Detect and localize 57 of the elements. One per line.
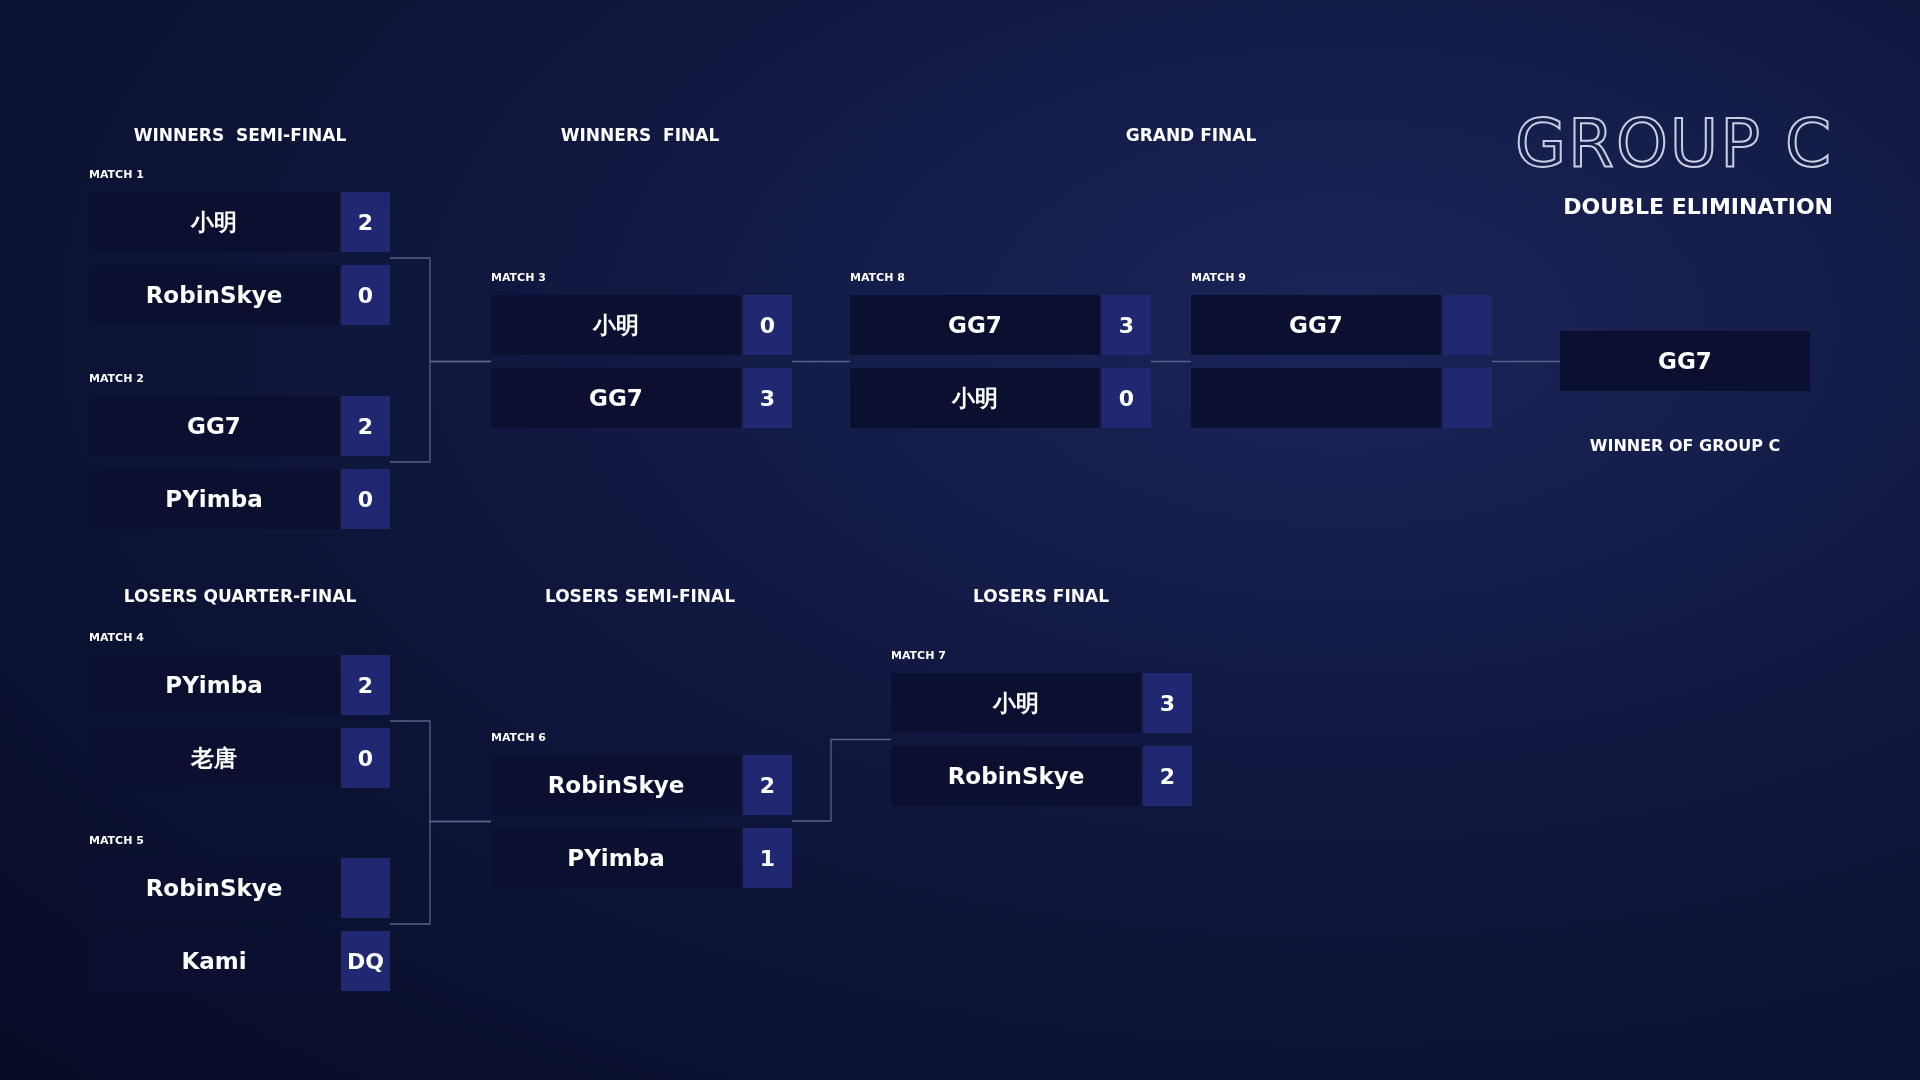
match-label: MATCH 7 (891, 649, 946, 662)
empty-cell (341, 858, 390, 918)
score-cell: 3 (1143, 673, 1192, 733)
score-cell: DQ (341, 931, 390, 991)
title: GROUP C (1514, 108, 1833, 180)
bracket-line (1491, 360, 1561, 363)
subtitle: DOUBLE ELIMINATION (1563, 194, 1833, 219)
score-cell: 2 (1143, 746, 1192, 806)
winner-box: GG7 (1560, 331, 1810, 391)
empty-cell (1443, 295, 1492, 355)
score-cell: 2 (743, 755, 792, 815)
empty-cell (1191, 368, 1441, 428)
player-name-cell: GG7 (850, 295, 1100, 355)
match-label: MATCH 9 (1191, 271, 1246, 284)
player-name-cell: 小明 (850, 368, 1100, 428)
match-label: MATCH 1 (89, 168, 144, 181)
round-heading: WINNERS SEMI-FINAL (133, 125, 347, 145)
round-heading: LOSERS FINAL (973, 586, 1109, 606)
score-cell: 0 (743, 295, 792, 355)
match-label: MATCH 5 (89, 834, 144, 847)
bracket-line (389, 820, 492, 925)
score-cell: 0 (341, 265, 390, 325)
player-name-cell: 小明 (491, 295, 741, 355)
player-name-cell: PYimba (491, 828, 741, 888)
player-name-cell: 小明 (89, 192, 339, 252)
round-heading: LOSERS QUARTER-FINAL (123, 586, 357, 606)
match-label: MATCH 3 (491, 271, 546, 284)
score-cell: 3 (1102, 295, 1151, 355)
score-cell: 0 (341, 728, 390, 788)
score-cell: 2 (341, 396, 390, 456)
match-label: MATCH 8 (850, 271, 905, 284)
score-cell: 0 (341, 469, 390, 529)
match-label: MATCH 4 (89, 631, 144, 644)
score-cell: 2 (341, 655, 390, 715)
score-cell: 2 (341, 192, 390, 252)
match-label: MATCH 2 (89, 372, 144, 385)
round-heading: GRAND FINAL (1125, 125, 1257, 145)
player-name-cell: RobinSkye (891, 746, 1141, 806)
score-cell: 3 (743, 368, 792, 428)
player-name-cell: PYimba (89, 469, 339, 529)
bracket-line (791, 738, 892, 822)
player-name-cell: GG7 (491, 368, 741, 428)
empty-cell (1443, 368, 1492, 428)
bracket-line (1150, 360, 1192, 363)
bracket-line (389, 360, 492, 463)
node-label: WINNER OF GROUP C (1589, 436, 1781, 455)
player-name-cell: GG7 (89, 396, 339, 456)
score-cell: 0 (1102, 368, 1151, 428)
player-name-cell: RobinSkye (89, 265, 339, 325)
score-cell: 1 (743, 828, 792, 888)
player-name-cell: GG7 (1191, 295, 1441, 355)
match-label: MATCH 6 (491, 731, 546, 744)
player-name-cell: 小明 (891, 673, 1141, 733)
round-heading: LOSERS SEMI-FINAL (544, 586, 736, 606)
round-heading: WINNERS FINAL (560, 125, 720, 145)
bracket-line (791, 360, 851, 363)
player-name-cell: RobinSkye (491, 755, 741, 815)
